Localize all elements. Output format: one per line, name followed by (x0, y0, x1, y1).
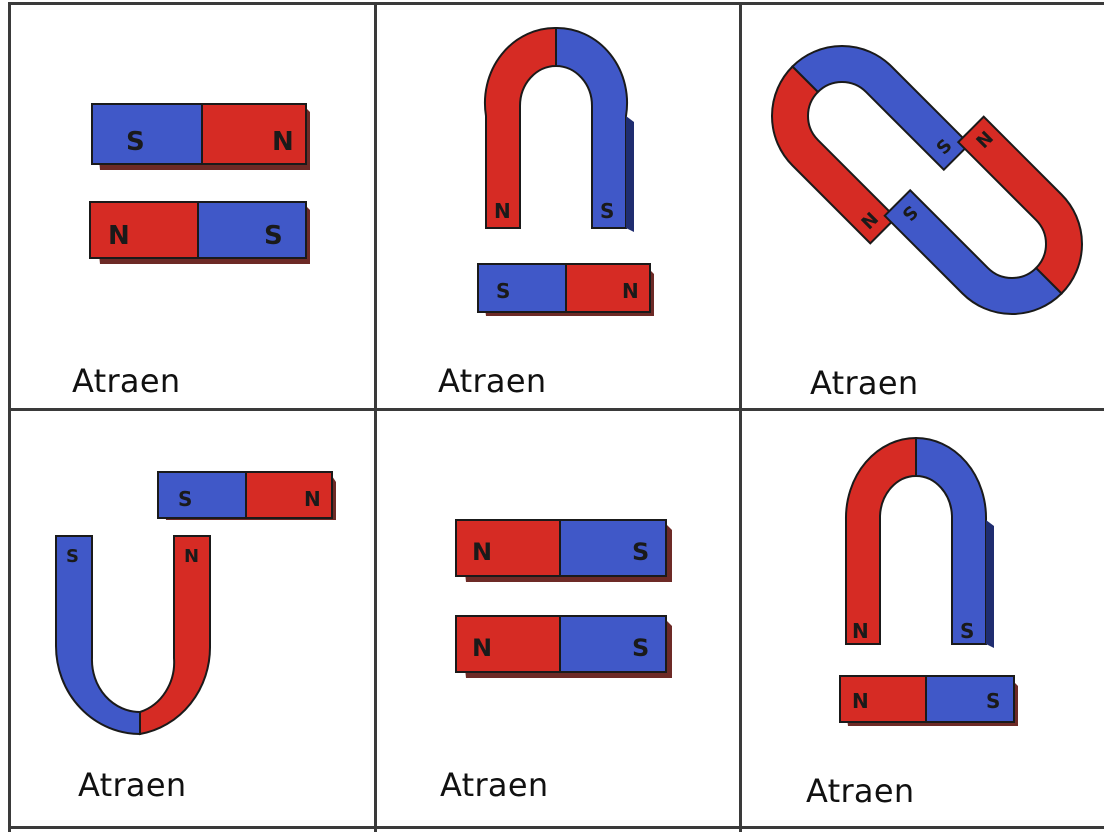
pole-label: S (600, 199, 614, 223)
horseshoe-and-bar-illustration: N S N S (744, 416, 1104, 826)
pole-label: N (272, 127, 294, 157)
bar-and-u-horseshoe-illustration: S N S N (14, 416, 374, 826)
pole-label: N (494, 199, 511, 223)
bar-magnets-pair-illustration: N S N S (378, 416, 740, 826)
caption: Atraen (78, 766, 186, 804)
bar-magnet: S N (158, 472, 336, 520)
pole-label: S (632, 538, 649, 566)
pole-label: S (126, 127, 145, 157)
grid-line-top (8, 2, 1104, 5)
pole-label: S (986, 689, 1000, 713)
caption: Atraen (438, 362, 546, 400)
bar-magnet-lower: N S (90, 202, 310, 264)
caption: Atraen (806, 772, 914, 810)
bar-magnet-upper: N S (456, 520, 672, 582)
pole-label: S (178, 487, 192, 511)
horseshoe-magnet: N S (846, 438, 994, 648)
pole-label: S (264, 221, 283, 251)
u-horseshoe-magnet: S N (56, 536, 210, 734)
cell-bar-magnets-top-left: S N N S Atraen (14, 6, 374, 406)
grid-line-col-1 (374, 2, 377, 832)
cell-bar-magnets-bottom-middle: N S N S Atraen (378, 416, 740, 826)
pole-label: N (472, 634, 492, 662)
pole-label: S (960, 619, 974, 643)
cell-horseshoe-bar-bottom-right: N S N S Atraen (744, 416, 1104, 826)
horseshoe-magnet-upper-left: N S (744, 17, 969, 243)
pole-label: S (66, 546, 79, 567)
horseshoe-magnet-lower-right: N S (885, 117, 1104, 343)
pole-label: N (108, 221, 130, 251)
grid-line-left (8, 2, 11, 832)
caption: Atraen (810, 364, 918, 402)
cell-diagonal-horseshoes-top-right: N S N S Atraen (744, 6, 1104, 406)
grid-line-middle (8, 408, 1104, 411)
horseshoe-magnet: N S (485, 28, 634, 232)
caption: Atraen (72, 362, 180, 400)
pole-label: S (632, 634, 649, 662)
bar-magnet: S N (478, 264, 654, 316)
grid-line-bottom (8, 826, 1104, 829)
pole-label: N (852, 619, 869, 643)
bar-magnet: N S (840, 676, 1018, 726)
pole-label: N (622, 279, 639, 303)
bar-magnets-pair-illustration: S N N S (14, 6, 374, 406)
caption: Atraen (440, 766, 548, 804)
bar-magnet-lower: N S (456, 616, 672, 678)
pole-label: S (496, 279, 510, 303)
pole-label: N (304, 487, 321, 511)
horseshoe-and-bar-illustration: N S S N (378, 6, 740, 406)
grid-line-col-2 (739, 2, 742, 832)
cell-bar-and-u-horseshoe-bottom-left: S N S N Atraen (14, 416, 374, 826)
cell-horseshoe-bar-top-middle: N S S N Atraen (378, 6, 740, 406)
pole-label: N (852, 689, 869, 713)
pole-label: N (472, 538, 492, 566)
pole-label: N (184, 546, 199, 567)
bar-magnet-upper: S N (92, 104, 310, 170)
diagonal-horseshoes-illustration: N S N S (744, 6, 1104, 406)
